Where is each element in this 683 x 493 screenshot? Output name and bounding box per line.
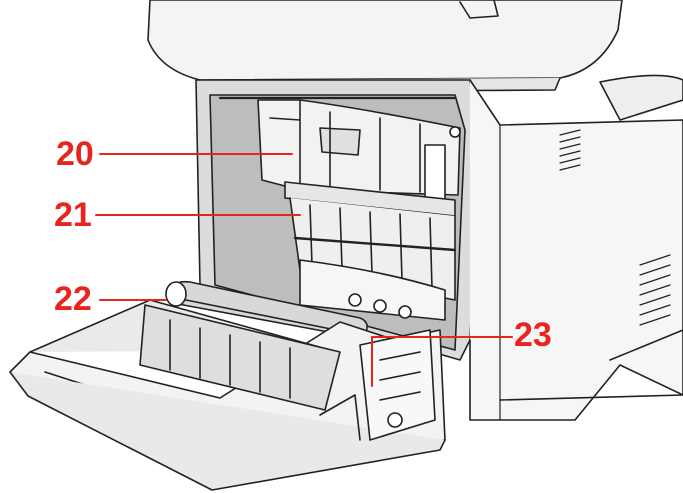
callout-leaders: [95, 153, 513, 387]
fuser-cover: [257, 99, 461, 201]
side-vents: [559, 129, 671, 326]
conveyor-guide: [284, 181, 457, 321]
callout-number-23: 23: [514, 316, 552, 354]
callout-number-22: 22: [54, 280, 92, 318]
callout-number-20: 20: [56, 135, 94, 173]
callout-number-21: 21: [54, 196, 92, 234]
rear-cover-open: [9, 299, 446, 491]
